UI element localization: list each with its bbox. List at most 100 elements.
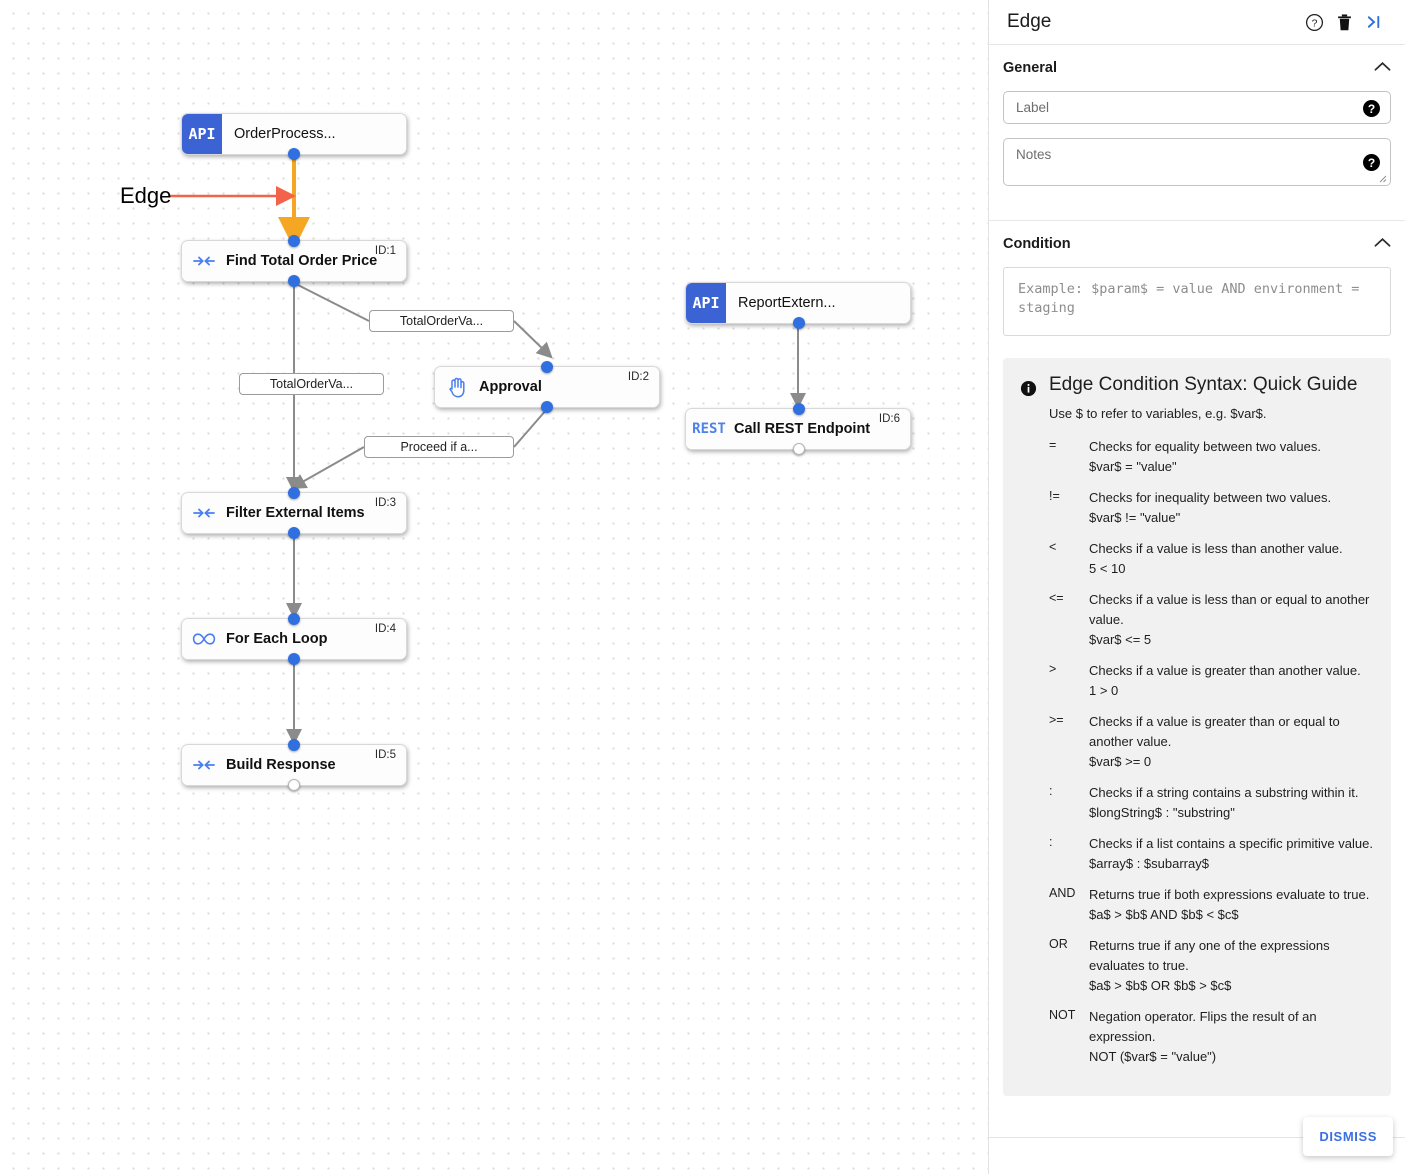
guide-example: $var$ = "value" [1089, 459, 1177, 474]
guide-operator: > [1049, 662, 1057, 676]
guide-example: $longString$ : "substring" [1089, 805, 1235, 820]
guide-example: $a$ > $b$ OR $b$ > $c$ [1089, 978, 1232, 993]
notes-input[interactable] [1004, 139, 1390, 185]
api-badge-icon: API [182, 114, 222, 154]
condition-input[interactable] [1016, 278, 1378, 320]
guide-description: Checks for inequality between two values… [1089, 490, 1332, 505]
label-input[interactable] [1004, 92, 1390, 123]
rest-badge-icon: REST [686, 409, 732, 449]
node-output-port[interactable] [541, 401, 553, 413]
node-output-port[interactable] [288, 275, 300, 287]
node-title: Call REST Endpoint [734, 421, 871, 437]
node-input-port[interactable] [541, 361, 553, 373]
guide-row: < Checks if a value is less than another … [1049, 539, 1375, 579]
node-title: Build Response [226, 757, 336, 773]
edge-label-chip[interactable]: TotalOrderVa... [239, 373, 384, 395]
merge-arrows-icon [182, 505, 226, 521]
hand-icon [435, 377, 479, 398]
guide-example: $var$ <= 5 [1089, 632, 1152, 647]
section-condition: Condition Edge Condition Syntax: Quick G… [989, 221, 1405, 1116]
guide-subtitle: Use $ to refer to variables, e.g. $var$. [1049, 406, 1267, 421]
guide-operator: : [1049, 835, 1053, 849]
node-input-port[interactable] [288, 235, 300, 247]
node-output-port[interactable] [288, 527, 300, 539]
node-id-label: ID:4 [374, 623, 396, 635]
guide-operator: >= [1049, 713, 1064, 727]
node-find-total-order-price[interactable]: Find Total Order Price ID:1 [181, 235, 407, 287]
condition-field-wrapper[interactable] [1003, 267, 1391, 336]
label-field-wrapper[interactable]: ? [1003, 91, 1391, 124]
guide-description: Checks if a value is less than or equal … [1089, 592, 1370, 627]
section-general: General ? ? [989, 45, 1405, 221]
node-orderprocess[interactable]: API OrderProcess... [181, 113, 407, 160]
guide-description: Checks if a list contains a specific pri… [1089, 836, 1373, 851]
section-title: General [1003, 60, 1057, 76]
node-output-port[interactable] [288, 653, 300, 665]
section-condition-header[interactable]: Condition [1003, 235, 1391, 253]
guide-row: >= Checks if a value is greater than or e… [1049, 712, 1375, 772]
node-input-port[interactable] [288, 613, 300, 625]
section-title: Condition [1003, 236, 1071, 252]
node-output-port[interactable] [288, 148, 300, 160]
node-input-port[interactable] [288, 739, 300, 751]
collapse-panel-icon[interactable] [1359, 7, 1389, 37]
guide-example: 1 > 0 [1089, 683, 1119, 698]
node-output-port[interactable] [288, 779, 300, 791]
node-id-label: ID:1 [374, 245, 396, 257]
notes-field-wrapper[interactable]: ? [1003, 138, 1391, 186]
condition-syntax-guide: Edge Condition Syntax: Quick Guide Use $… [1003, 358, 1391, 1096]
annotation-label: Edge [120, 183, 172, 208]
edge-label-chip[interactable]: Proceed if a... [364, 436, 514, 458]
chevron-up-icon[interactable] [1374, 59, 1391, 77]
node-title: OrderProcess... [234, 126, 336, 142]
guide-rows: =Checks for equality between two values.… [1049, 437, 1375, 1067]
notes-help-icon[interactable]: ? [1363, 154, 1380, 171]
guide-example: $var$ != "value" [1089, 510, 1181, 525]
dismiss-button[interactable]: DISMISS [1303, 1117, 1393, 1156]
help-circle-icon[interactable]: ? [1299, 7, 1329, 37]
guide-row: >Checks if a value is greater than anoth… [1049, 661, 1375, 701]
guide-description: Checks if a value is less than another v… [1089, 541, 1343, 556]
guide-operator: NOT [1049, 1008, 1076, 1022]
guide-row: <=Checks if a value is less than or equa… [1049, 590, 1375, 650]
guide-operator: < [1049, 540, 1057, 554]
node-approval[interactable]: Approval ID:2 [434, 361, 660, 413]
guide-description: Checks if a value is greater than or equ… [1089, 714, 1340, 749]
node-input-port[interactable] [288, 487, 300, 499]
node-output-port[interactable] [793, 317, 805, 329]
panel-header: Edge ? [989, 0, 1405, 45]
section-general-header[interactable]: General [1003, 59, 1391, 77]
guide-example: $array$ : $subarray$ [1089, 856, 1209, 871]
guide-row: AND Returns true if both expressions eval… [1049, 885, 1375, 925]
guide-operator: : [1049, 784, 1053, 798]
node-build-response[interactable]: Build Response ID:5 [181, 739, 407, 791]
guide-description: Returns true if both expressions evaluat… [1089, 887, 1370, 902]
guide-operator: AND [1049, 886, 1076, 900]
infinity-icon [182, 632, 226, 646]
guide-row: : Checks if a list contains a specific pr… [1049, 834, 1375, 874]
guide-description: Returns true if any one of the expressio… [1089, 938, 1330, 973]
node-filter-external-items[interactable]: Filter External Items ID:3 [181, 487, 407, 539]
guide-example: NOT ($var$ = "value") [1089, 1049, 1217, 1064]
node-input-port[interactable] [793, 403, 805, 415]
guide-row: :Checks if a string contains a substring… [1049, 783, 1375, 823]
info-icon [1017, 380, 1039, 402]
guide-row: =Checks for equality between two values.… [1049, 437, 1375, 477]
label-help-icon[interactable]: ? [1363, 100, 1380, 117]
node-id-label: ID:3 [374, 497, 396, 509]
edges-layer [170, 156, 806, 745]
chevron-up-icon[interactable] [1374, 235, 1391, 253]
node-call-rest-endpoint[interactable]: REST Call REST Endpoint ID:6 [685, 403, 911, 455]
workflow-canvas[interactable]: Edge API OrderProcess... Find Total Orde… [0, 0, 988, 1174]
page-title: Edge [1007, 11, 1052, 32]
merge-arrows-icon [182, 757, 226, 773]
guide-example: $var$ >= 0 [1089, 754, 1152, 769]
panel-scroll-area[interactable]: General ? ? Condition [989, 45, 1405, 1137]
node-title: Approval [479, 379, 542, 395]
edge-label-chip[interactable]: TotalOrderVa... [369, 310, 514, 332]
node-for-each-loop[interactable]: For Each Loop ID:4 [181, 613, 407, 665]
trash-icon[interactable] [1329, 7, 1359, 37]
node-output-port[interactable] [793, 443, 805, 455]
node-reportextern[interactable]: API ReportExtern... [685, 282, 911, 329]
